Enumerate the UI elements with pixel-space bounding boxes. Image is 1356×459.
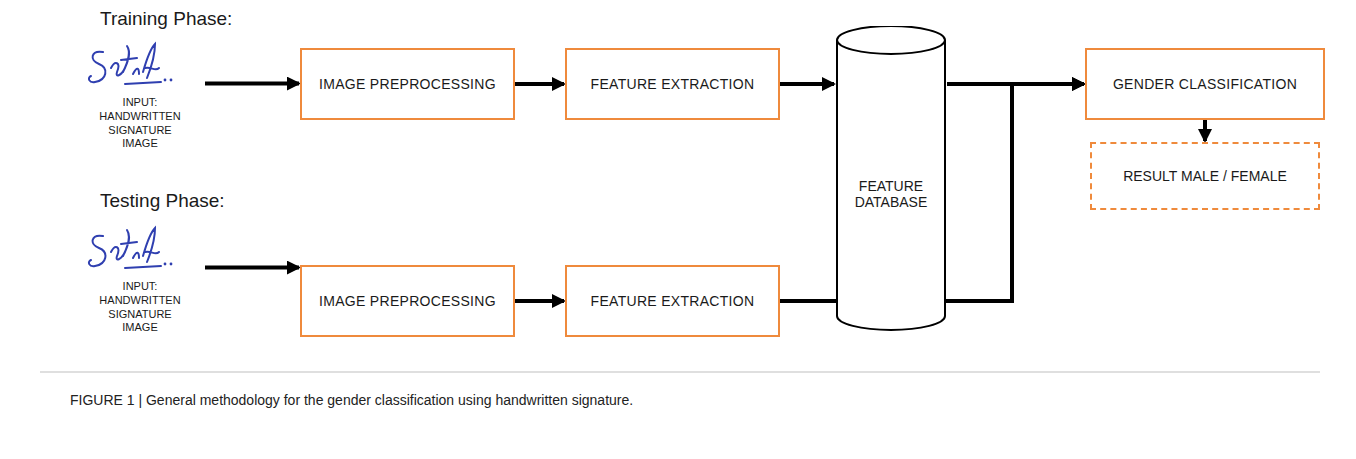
process-box: IMAGE PREPROCESSING	[300, 48, 515, 120]
cylinder-rim	[837, 40, 945, 54]
signature-dot	[164, 79, 167, 82]
node-text: INPUT: HANDWRITTEN SIGNATURE IMAGE	[90, 96, 190, 151]
caption-rule-line	[40, 372, 1320, 373]
signature-input: INPUT: HANDWRITTEN SIGNATURE IMAGE	[75, 38, 205, 158]
flow-arrow	[205, 266, 299, 270]
figure-caption: FIGURE 1 | General methodology for the g…	[70, 392, 633, 408]
signature-stroke	[89, 44, 161, 84]
node-text: FEATURE EXTRACTION	[591, 293, 755, 309]
signature-image	[81, 38, 181, 94]
node-text: FEATURE EXTRACTION	[591, 76, 755, 92]
node-text: FEATURE DATABASE	[841, 178, 941, 210]
process-box: FEATURE EXTRACTION	[565, 265, 780, 337]
result-box: RESULT MALE / FEMALE	[1090, 142, 1320, 210]
phase-label: Testing Phase:	[100, 190, 225, 212]
process-box: IMAGE PREPROCESSING	[300, 265, 515, 337]
node-text: GENDER CLASSIFICATION	[1113, 76, 1297, 92]
signature-dot	[164, 263, 167, 266]
flow-arrow	[515, 299, 564, 303]
flow-arrow	[780, 82, 834, 86]
process-box: FEATURE EXTRACTION	[565, 48, 780, 120]
node-text: INPUT: HANDWRITTEN SIGNATURE IMAGE	[90, 280, 190, 335]
flow-arrow	[1203, 120, 1207, 141]
signature-dot	[170, 79, 173, 82]
node-text: IMAGE PREPROCESSING	[319, 293, 496, 309]
process-box: GENDER CLASSIFICATION	[1085, 48, 1325, 120]
node-text: IMAGE PREPROCESSING	[319, 76, 496, 92]
signature-image	[81, 222, 181, 278]
database-cylinder: FEATURE DATABASE	[835, 26, 947, 332]
signature-stroke	[89, 228, 161, 268]
flow-arrow	[205, 82, 299, 86]
signature-input: INPUT: HANDWRITTEN SIGNATURE IMAGE	[75, 222, 205, 342]
phase-label: Training Phase:	[100, 8, 232, 30]
signature-dot	[170, 263, 173, 266]
cylinder-body	[837, 26, 945, 330]
node-text: RESULT MALE / FEMALE	[1123, 168, 1287, 184]
flow-arrow	[515, 82, 564, 86]
